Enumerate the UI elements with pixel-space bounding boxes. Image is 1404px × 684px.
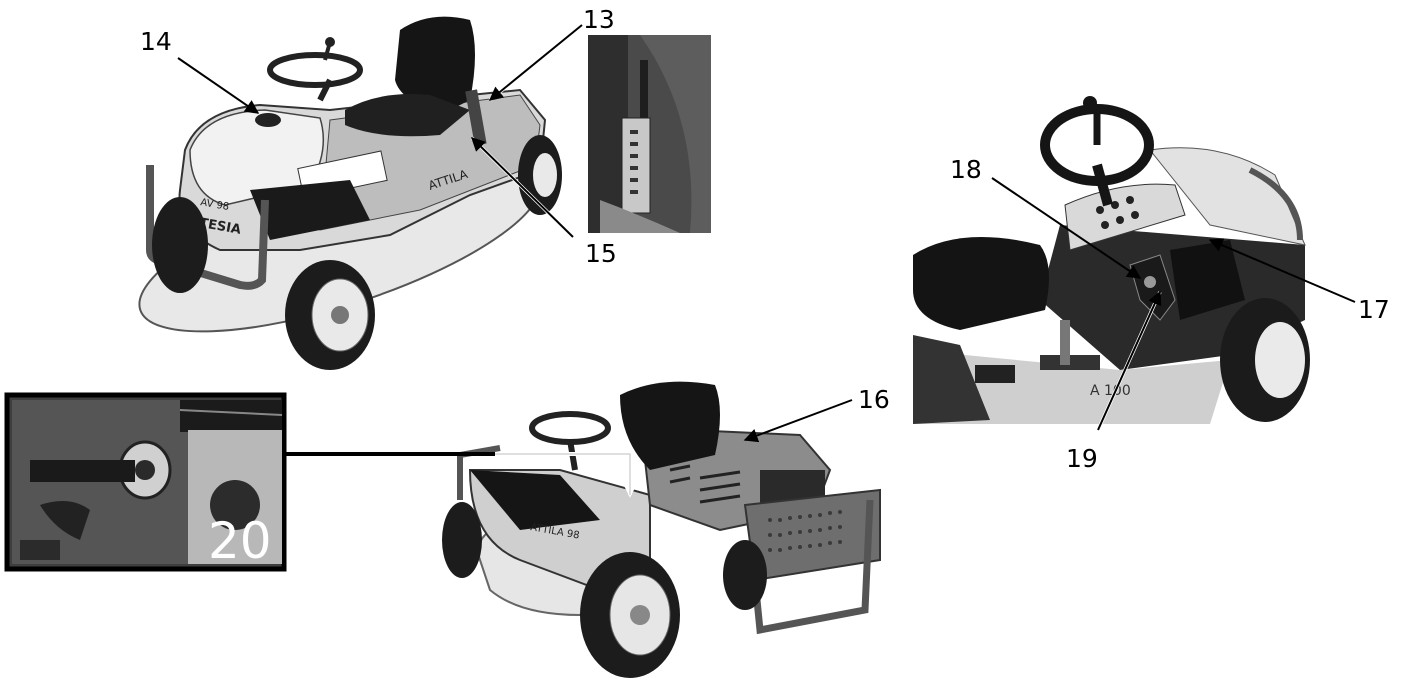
leader-18 — [991, 177, 1142, 279]
dashboard-photo: A 100 — [913, 96, 1310, 424]
label-15: 15 — [585, 239, 617, 268]
leader-15 — [471, 137, 574, 238]
leader-16 — [743, 399, 853, 443]
rear-big-wheel — [580, 552, 680, 678]
label-19: 19 — [1066, 444, 1098, 473]
connector-20-white — [495, 452, 644, 498]
inset-20-photo: 20 — [4, 392, 287, 572]
label-20: 20 — [208, 512, 272, 570]
model-decal: AV 98 — [199, 197, 229, 213]
mower-rear-view: ATTILA 98 — [442, 381, 881, 678]
rear-far-wheel — [723, 540, 767, 610]
leader-13-arrow — [488, 24, 583, 101]
leader-14 — [177, 57, 260, 114]
label-18: 18 — [950, 155, 982, 184]
dash-model-decal: A 100 — [1090, 383, 1131, 399]
label-13: 13 — [583, 5, 615, 34]
lever-inset-photo — [588, 35, 711, 233]
fuel-cap — [255, 113, 281, 127]
label-16: 16 — [858, 385, 890, 414]
front-small-wheel — [442, 502, 482, 578]
front-left-wheel — [152, 197, 208, 293]
leader-19 — [1097, 290, 1162, 431]
front-right-wheel — [285, 260, 375, 370]
label-14: 14 — [140, 27, 172, 56]
label-17: 17 — [1358, 295, 1390, 324]
leader-17 — [1208, 238, 1356, 303]
mower-front-view: ATTILA AV 98 ETESIA — [138, 16, 562, 370]
